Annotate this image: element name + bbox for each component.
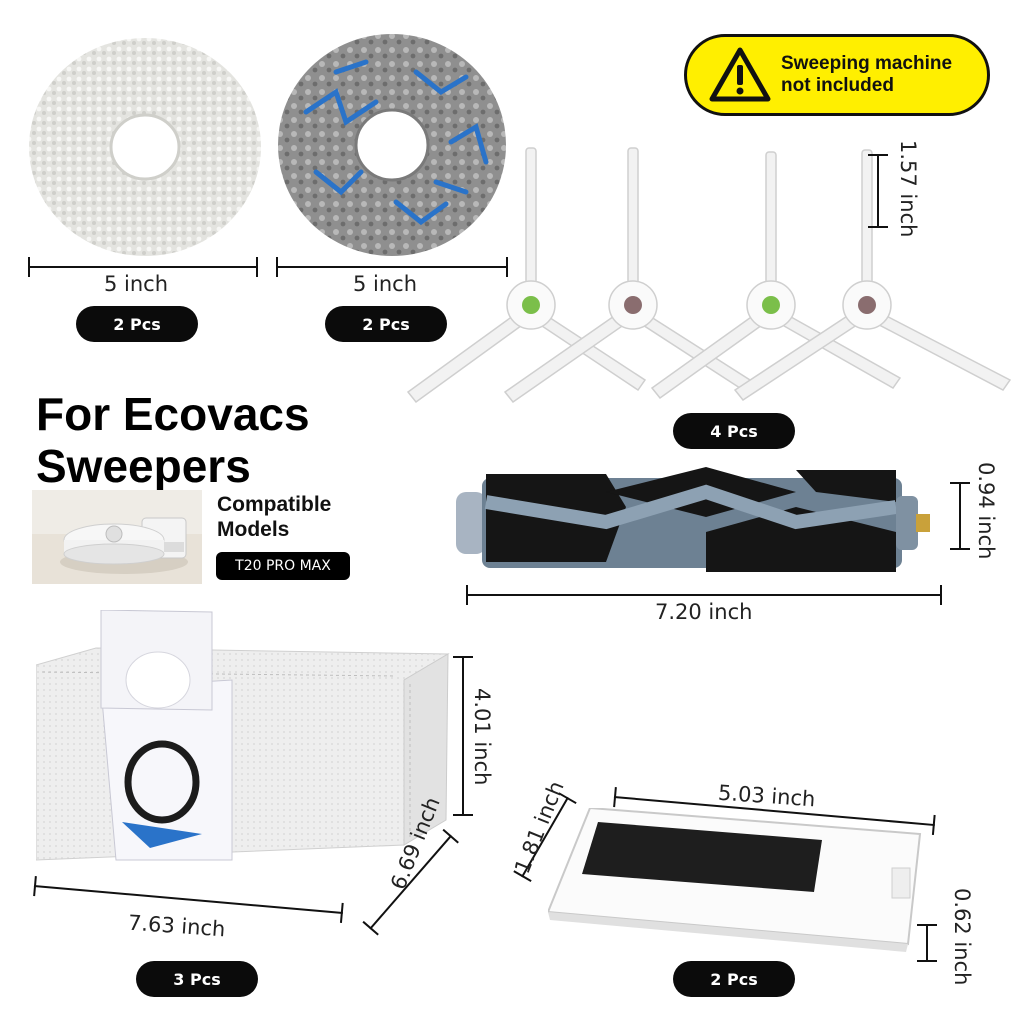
side-brush-dimension-label: 1.57 inch	[896, 140, 920, 238]
roller-brush-length-line	[466, 585, 942, 605]
filter-qty-badge: 2 Pcs	[673, 961, 795, 997]
not-included-badge: Sweeping machine not included	[684, 34, 990, 116]
blue-mop-dimension-label: 5 inch	[353, 272, 418, 296]
dust-bag-height-line	[453, 656, 473, 816]
dust-bag-height-label: 4.01 inch	[470, 688, 494, 786]
roller-brush-height-line	[950, 482, 970, 550]
compatible-model-badge: T20 PRO MAX	[216, 552, 350, 580]
dust-bag-width-line	[33, 885, 343, 915]
white-mop-dimension-line	[28, 257, 258, 277]
filter-height-label: 0.62 inch	[950, 888, 974, 986]
not-included-text: Sweeping machine not included	[781, 53, 953, 96]
main-roller-brush-image	[456, 467, 930, 572]
roller-brush-length-label: 7.20 inch	[655, 600, 753, 624]
blue-mop-pad-image	[278, 34, 506, 256]
white-mop-dimension-label: 5 inch	[104, 272, 169, 296]
dust-bag-qty-badge: 3 Pcs	[136, 961, 258, 997]
compatible-models-heading: Compatible Models	[217, 493, 332, 541]
robot-vacuum-thumbnail	[32, 490, 202, 584]
white-mop-pad-image	[29, 38, 261, 256]
warning-icon	[709, 47, 771, 102]
dust-bag-image	[36, 610, 450, 861]
dust-bag-width-label: 7.63 inch	[127, 910, 227, 942]
blue-mop-dimension-line	[276, 257, 508, 277]
white-mop-qty-badge: 2 Pcs	[76, 306, 198, 342]
headline: For Ecovacs Sweepers	[36, 388, 310, 492]
roller-brush-height-label: 0.94 inch	[974, 462, 998, 560]
filter-height-line	[917, 924, 937, 962]
side-brush-dimension-line	[868, 154, 888, 228]
side-brush-qty-badge: 4 Pcs	[673, 413, 795, 449]
hepa-filter-image	[548, 808, 922, 952]
side-brushes-image	[406, 147, 1012, 404]
blue-mop-qty-badge: 2 Pcs	[325, 306, 447, 342]
